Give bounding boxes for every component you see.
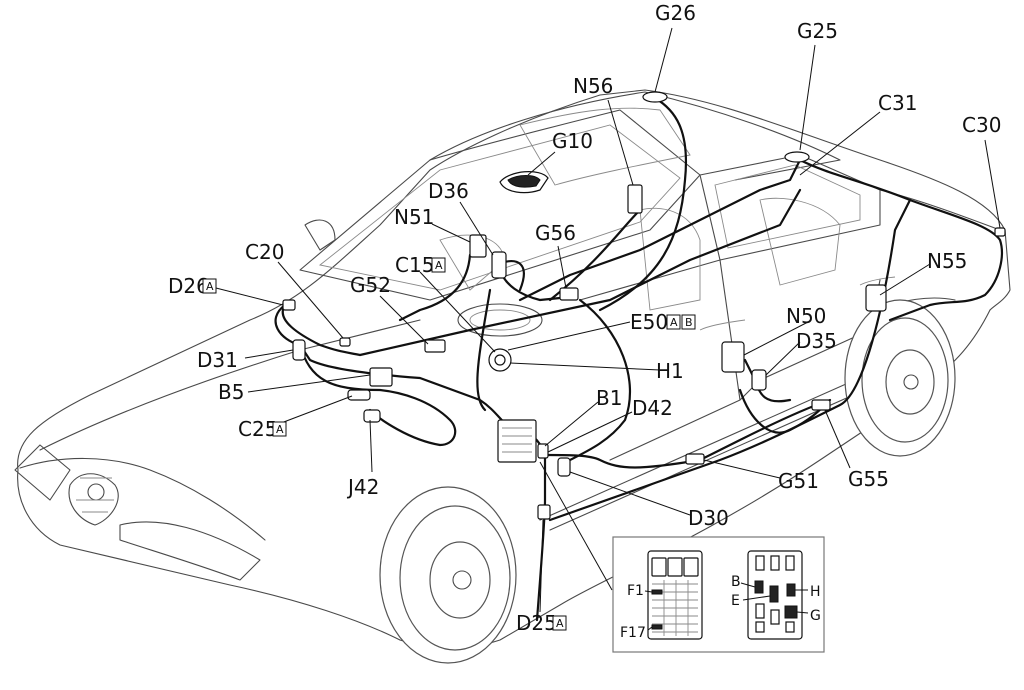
switch-n50: [721, 341, 745, 373]
component-labels: G26 G25 N56 C31 C30 G10 D36 N51 G56 C20 …: [168, 1, 1001, 635]
label-b5: B5: [218, 380, 244, 404]
fuse-box-inset: F1 F17 B E H G: [612, 536, 825, 653]
label-c15: C15: [395, 253, 434, 277]
label-h1: H1: [656, 359, 684, 383]
label-inset-e: E: [731, 593, 740, 609]
switch-n55: [865, 284, 887, 312]
label-inset-h: H: [810, 584, 821, 600]
car-body: [14, 89, 1011, 648]
label-d30: D30: [688, 506, 729, 530]
connector-d31: [292, 339, 306, 361]
label-d25-suffix: A: [556, 617, 564, 630]
label-g10: G10: [552, 129, 593, 153]
label-e50-suffix-a: A: [670, 316, 678, 329]
connector-g52: [424, 339, 446, 353]
label-f1: F1: [627, 583, 644, 599]
label-inset-g: G: [810, 608, 821, 624]
label-d25: D25: [516, 611, 557, 635]
module-b5: [369, 367, 393, 387]
label-c25: C25: [238, 417, 277, 441]
antenna-g26: [642, 91, 668, 103]
label-d36: D36: [428, 179, 469, 203]
connector-g51: [685, 453, 705, 465]
label-c15-suffix: A: [435, 259, 443, 272]
relay-e: [769, 585, 779, 603]
fuse-f1: [651, 589, 663, 595]
connector-d35: [751, 369, 767, 391]
sensor-j42: [363, 409, 381, 423]
rear-wheel: [844, 299, 956, 457]
front-wheel: [379, 486, 517, 664]
switch-n56: [627, 184, 643, 214]
label-e50-suffix-b: B: [685, 316, 693, 329]
connector-c30: [994, 227, 1006, 237]
fuse-box: [497, 419, 537, 463]
switch-n51: [469, 234, 487, 258]
label-inset-b: B: [731, 574, 741, 590]
leader-lines: [211, 27, 1001, 613]
label-d26-suffix: A: [206, 280, 214, 293]
label-g52: G52: [350, 273, 391, 297]
label-n50: N50: [786, 304, 826, 328]
light-g25: [784, 151, 810, 163]
connector-d30: [557, 457, 571, 477]
connector-d25: [537, 504, 551, 520]
connector-d26: [282, 299, 296, 311]
label-d31: D31: [197, 348, 238, 372]
label-c25-suffix: A: [276, 423, 284, 436]
connector-g56: [559, 287, 579, 301]
wiring-harness: [274, 96, 1003, 622]
label-c20: C20: [245, 240, 284, 264]
connector-g55: [811, 399, 831, 411]
label-f17: F17: [620, 625, 646, 641]
label-d26: D26: [168, 274, 209, 298]
fuse-f17: [651, 624, 663, 630]
connector-c25: [347, 389, 371, 401]
relay-h: [786, 583, 796, 597]
label-n51: N51: [394, 205, 434, 229]
label-c31: C31: [878, 91, 917, 115]
components: [282, 91, 1006, 520]
label-c30: C30: [962, 113, 1001, 137]
label-e50: E50: [630, 310, 668, 334]
label-b1: B1: [596, 386, 622, 410]
connector-c20: [339, 337, 351, 347]
relay-b: [754, 580, 764, 594]
label-g55: G55: [848, 467, 889, 491]
label-n56: N56: [573, 74, 613, 98]
label-g25: G25: [797, 19, 838, 43]
label-j42: J42: [346, 475, 379, 499]
label-d35: D35: [796, 329, 837, 353]
label-g56: G56: [535, 221, 576, 245]
connector-b1: [537, 443, 549, 459]
label-d42: D42: [632, 396, 673, 420]
relay-g: [784, 605, 798, 619]
label-g26: G26: [655, 1, 696, 25]
connector-d36: [491, 251, 507, 279]
label-g51: G51: [778, 469, 819, 493]
label-n55: N55: [927, 249, 967, 273]
